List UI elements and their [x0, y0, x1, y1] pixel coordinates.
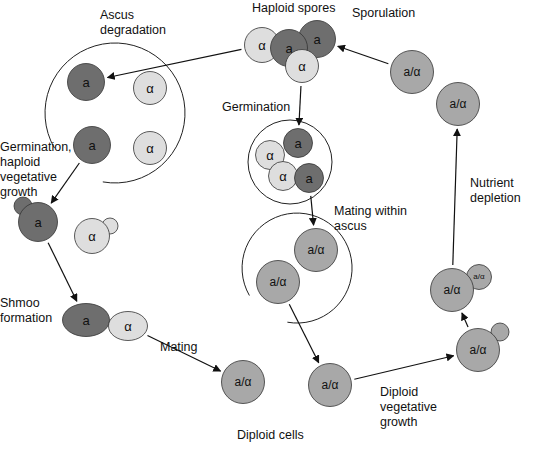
mating-type: a	[82, 314, 89, 327]
cell-body	[109, 312, 148, 341]
cell: a/α	[430, 268, 474, 312]
cell: a/α	[256, 260, 300, 304]
cell: a/α	[308, 363, 352, 407]
cell: a	[283, 128, 313, 158]
process-label: Germination, haploid vegetative growth	[0, 140, 80, 200]
cell-body	[286, 50, 319, 83]
cell: a	[294, 163, 324, 193]
cell-body	[19, 203, 58, 242]
cell: a	[73, 126, 111, 164]
mating-type: α	[266, 149, 274, 162]
process-arrow	[48, 243, 77, 302]
mating-type: a	[305, 172, 312, 185]
process-arrow	[147, 335, 220, 371]
cell: α	[268, 161, 298, 191]
process-arrow	[354, 356, 453, 379]
cell-body	[257, 261, 300, 304]
mating-type: a/α	[235, 376, 252, 388]
cell-body	[269, 162, 298, 191]
cell-body	[437, 83, 480, 126]
cell-body	[63, 304, 110, 337]
cell-body	[431, 269, 474, 312]
process-label: Germination	[222, 100, 297, 115]
mating-type: a/α	[308, 244, 325, 256]
mating-type: α	[258, 39, 266, 52]
cell-body	[134, 132, 167, 165]
mating-type: a	[88, 139, 95, 152]
cell-body	[134, 72, 167, 105]
cell: a	[62, 303, 110, 337]
mating-type: α	[279, 170, 287, 183]
ascus-wall	[248, 120, 332, 204]
mating-type: a/α	[404, 66, 421, 78]
process-label: Diploid vegetative growth	[380, 385, 455, 430]
cell-body	[74, 127, 111, 164]
process-label: Mating within ascus	[334, 204, 409, 234]
mating-type: a	[34, 216, 41, 229]
cell: a/α	[294, 228, 338, 272]
cell-body	[75, 219, 110, 254]
cell-body	[284, 129, 313, 158]
cell: a	[18, 202, 58, 242]
process-label: Sporulation	[352, 6, 432, 21]
process-arrow	[299, 86, 301, 125]
mating-type: α	[88, 230, 96, 243]
mating-type: α	[124, 320, 132, 333]
mating-type: α	[146, 82, 154, 95]
process-arrow	[311, 196, 314, 225]
cell-body	[68, 64, 105, 101]
mating-type: a	[285, 42, 292, 55]
cell-body	[309, 364, 352, 407]
mating-type: a/α	[270, 276, 287, 288]
process-label: Nutrient depletion	[470, 176, 540, 206]
cell: α	[108, 311, 148, 341]
process-arrow	[338, 46, 389, 64]
mating-type: a/α	[450, 98, 467, 110]
mating-type: a/α	[473, 273, 484, 281]
cell: α	[74, 218, 110, 254]
mating-type: a/α	[444, 284, 461, 296]
cell: a/α	[436, 82, 480, 126]
process-arrow	[453, 129, 457, 265]
mating-type: a/α	[470, 344, 487, 356]
mating-type: α	[298, 60, 306, 73]
cell-body	[391, 51, 434, 94]
cell: a/α	[221, 360, 265, 404]
cell: a/α	[390, 50, 434, 94]
cell: a/α	[456, 328, 500, 372]
process-arrow	[462, 313, 468, 327]
cell-body	[295, 229, 338, 272]
process-label: Ascus degradation	[100, 8, 180, 38]
mating-type: α	[146, 142, 154, 155]
mating-type: a/α	[322, 379, 339, 391]
cell-body	[467, 265, 492, 290]
cell-body	[295, 164, 324, 193]
cell: α	[285, 49, 319, 83]
mating-type: a	[294, 137, 301, 150]
process-label: Mating	[160, 340, 220, 355]
stage-label: Diploid cells	[237, 428, 357, 443]
cell-body	[222, 361, 265, 404]
cell: α	[133, 71, 167, 105]
cell: a	[67, 63, 105, 101]
cell-body	[457, 329, 500, 372]
ascus-wall	[45, 43, 185, 183]
mating-type: a	[82, 76, 89, 89]
process-arrow	[289, 304, 318, 362]
mating-type: a	[313, 33, 320, 46]
cell: α	[133, 131, 167, 165]
process-label: Shmoo formation	[0, 296, 55, 326]
process-arrow	[108, 49, 242, 77]
